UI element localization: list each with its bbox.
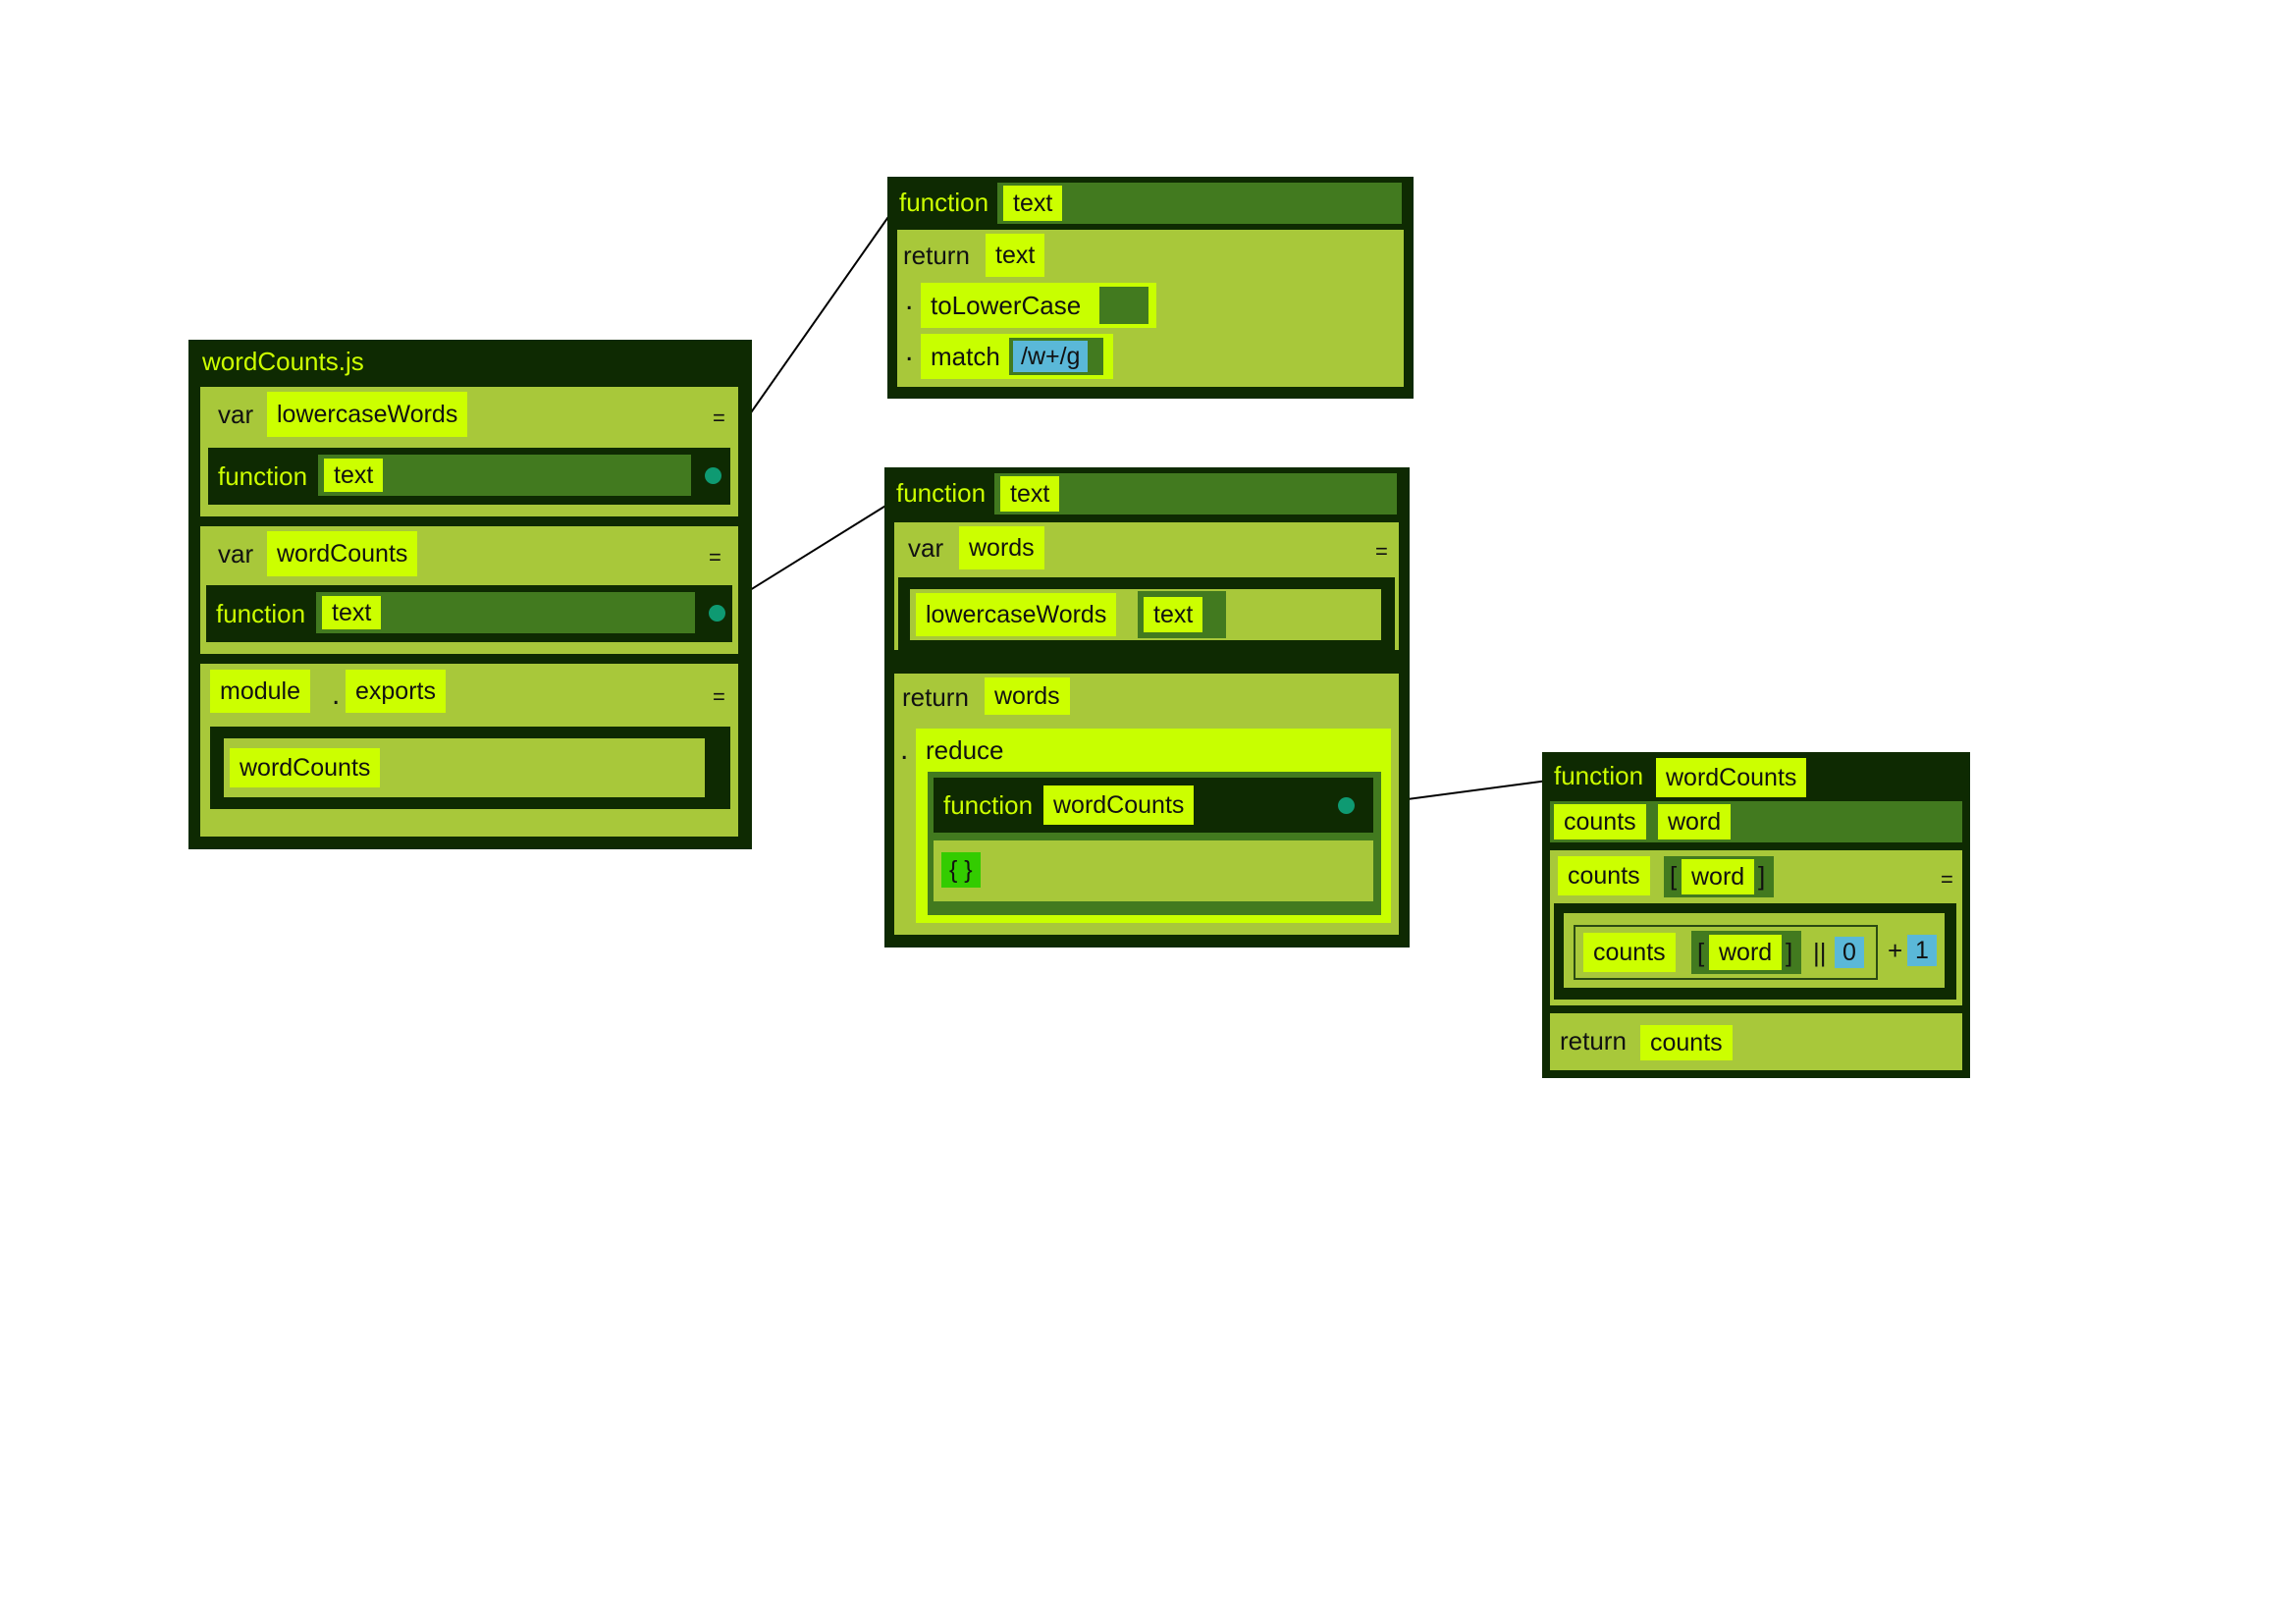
- assign-operator: =: [1375, 539, 1388, 564]
- param-text[interactable]: text: [1003, 186, 1063, 221]
- var-keyword: var: [908, 533, 944, 563]
- rhs-block[interactable]: counts [ word ] || 0 + 1: [1554, 903, 1956, 1000]
- object-literal[interactable]: { }: [941, 852, 981, 888]
- exports-property[interactable]: exports: [346, 670, 446, 713]
- value-block[interactable]: wordCounts: [210, 727, 730, 809]
- method-call-tolowercase[interactable]: toLowerCase: [921, 283, 1156, 328]
- initial-value: { }: [934, 840, 1373, 901]
- return-keyword: return: [903, 241, 970, 270]
- param-bar: text: [997, 183, 1402, 224]
- rhs-index: [ word ]: [1691, 931, 1801, 974]
- function-block-wordcounts[interactable]: function text var words = lowercaseWords…: [884, 467, 1410, 947]
- assign-operator: =: [713, 684, 725, 709]
- return-keyword: return: [902, 682, 969, 712]
- declaration-module-exports[interactable]: module . exports = wordCounts: [200, 664, 738, 837]
- function-keyword: function: [899, 188, 989, 217]
- var-keyword: var: [218, 539, 254, 568]
- call-block[interactable]: lowercaseWords text: [898, 577, 1395, 650]
- right-bracket: ]: [1786, 938, 1793, 967]
- left-bracket: [: [1697, 938, 1705, 967]
- connector-knob[interactable]: [705, 467, 721, 484]
- exported-value[interactable]: wordCounts: [230, 748, 381, 787]
- var-declaration-words[interactable]: var words = lowercaseWords text: [894, 522, 1399, 650]
- return-value[interactable]: text: [986, 234, 1045, 277]
- args-bar: /w+/g: [1009, 338, 1103, 375]
- or-expression[interactable]: counts [ word ] || 0: [1574, 925, 1878, 980]
- function-keyword: function: [943, 790, 1034, 820]
- lhs-index: [ word ]: [1664, 856, 1774, 897]
- return-statement[interactable]: return counts: [1550, 1013, 1962, 1070]
- rhs-key[interactable]: word: [1709, 935, 1783, 970]
- param-word[interactable]: word: [1658, 804, 1732, 839]
- function-keyword: function: [218, 461, 308, 491]
- function-block-lowercasewords[interactable]: function text return text . toLowerCase …: [887, 177, 1414, 399]
- function-keyword: function: [1554, 761, 1644, 790]
- member-dot: .: [905, 335, 914, 367]
- function-header[interactable]: function text: [206, 585, 732, 642]
- method-call-reduce[interactable]: reduce function wordCounts { }: [916, 729, 1391, 923]
- plus-operator: +: [1888, 936, 1903, 965]
- param-counts[interactable]: counts: [1554, 804, 1646, 839]
- declaration-wordcounts[interactable]: var wordCounts = function text: [200, 526, 738, 654]
- connector-knob[interactable]: [1338, 797, 1355, 814]
- declaration-lowercasewords[interactable]: var lowercaseWords = function text: [200, 387, 738, 516]
- function-name[interactable]: wordCounts: [1043, 785, 1195, 825]
- assignment-statement[interactable]: counts [ word ] = counts [ word ] || 0 +: [1550, 850, 1962, 1005]
- param-bar: text: [318, 455, 691, 496]
- member-dot: .: [900, 733, 909, 766]
- empty-args: [1099, 287, 1148, 324]
- reduce-args: function wordCounts { }: [928, 772, 1381, 915]
- method-name: reduce: [926, 735, 1004, 765]
- callee-lowercasewords[interactable]: lowercaseWords: [916, 593, 1117, 636]
- lhs-object[interactable]: counts: [1558, 856, 1650, 895]
- right-bracket: ]: [1758, 861, 1766, 891]
- assign-operator: =: [709, 545, 721, 569]
- rhs-object[interactable]: counts: [1583, 933, 1676, 972]
- value-inner: wordCounts: [224, 738, 705, 797]
- member-dot: .: [332, 678, 341, 711]
- var-keyword: var: [218, 400, 254, 429]
- method-call-match[interactable]: match /w+/g: [921, 334, 1113, 379]
- param-bar: text: [994, 473, 1397, 514]
- param-bar: counts word: [1550, 801, 1962, 842]
- assign-operator: =: [713, 406, 725, 430]
- member-dot: .: [905, 284, 914, 316]
- number-zero[interactable]: 0: [1835, 937, 1864, 968]
- param-text[interactable]: text: [322, 596, 382, 629]
- rhs-inner: counts [ word ] || 0 + 1: [1564, 913, 1945, 988]
- return-statement[interactable]: return text . toLowerCase . match /w+/g: [897, 230, 1404, 387]
- connector-knob[interactable]: [709, 605, 725, 622]
- function-header[interactable]: function text: [208, 448, 730, 505]
- module-block[interactable]: wordCounts.js var lowercaseWords = funct…: [188, 340, 752, 849]
- function-block-reducer[interactable]: function wordCounts counts word counts […: [1542, 752, 1970, 1078]
- return-statement[interactable]: return words . reduce function wordCount…: [894, 674, 1399, 935]
- arg-text[interactable]: text: [1144, 597, 1203, 632]
- regex-literal[interactable]: /w+/g: [1013, 341, 1089, 372]
- left-bracket: [: [1670, 861, 1678, 891]
- number-one[interactable]: 1: [1907, 935, 1937, 966]
- param-text[interactable]: text: [324, 459, 384, 492]
- method-name: toLowerCase: [931, 291, 1082, 320]
- param-bar: text: [316, 592, 695, 633]
- function-name[interactable]: wordCounts: [1656, 758, 1807, 797]
- or-operator: ||: [1813, 938, 1827, 967]
- args-bar: text: [1138, 591, 1226, 638]
- function-keyword: function: [216, 599, 306, 628]
- return-value[interactable]: counts: [1640, 1025, 1733, 1060]
- param-text[interactable]: text: [1000, 476, 1060, 512]
- module-title: wordCounts.js: [202, 347, 364, 376]
- variable-name[interactable]: wordCounts: [267, 531, 418, 576]
- assign-operator: =: [1941, 867, 1953, 892]
- module-object[interactable]: module: [210, 670, 310, 713]
- variable-name[interactable]: lowercaseWords: [267, 392, 468, 437]
- method-name: match: [931, 342, 1000, 371]
- variable-name[interactable]: words: [959, 526, 1044, 569]
- lhs-key[interactable]: word: [1682, 859, 1755, 894]
- return-keyword: return: [1560, 1026, 1627, 1056]
- return-value[interactable]: words: [985, 677, 1070, 715]
- call-inner: lowercaseWords text: [910, 589, 1381, 640]
- function-keyword: function: [896, 478, 987, 508]
- function-header[interactable]: function wordCounts: [934, 778, 1373, 833]
